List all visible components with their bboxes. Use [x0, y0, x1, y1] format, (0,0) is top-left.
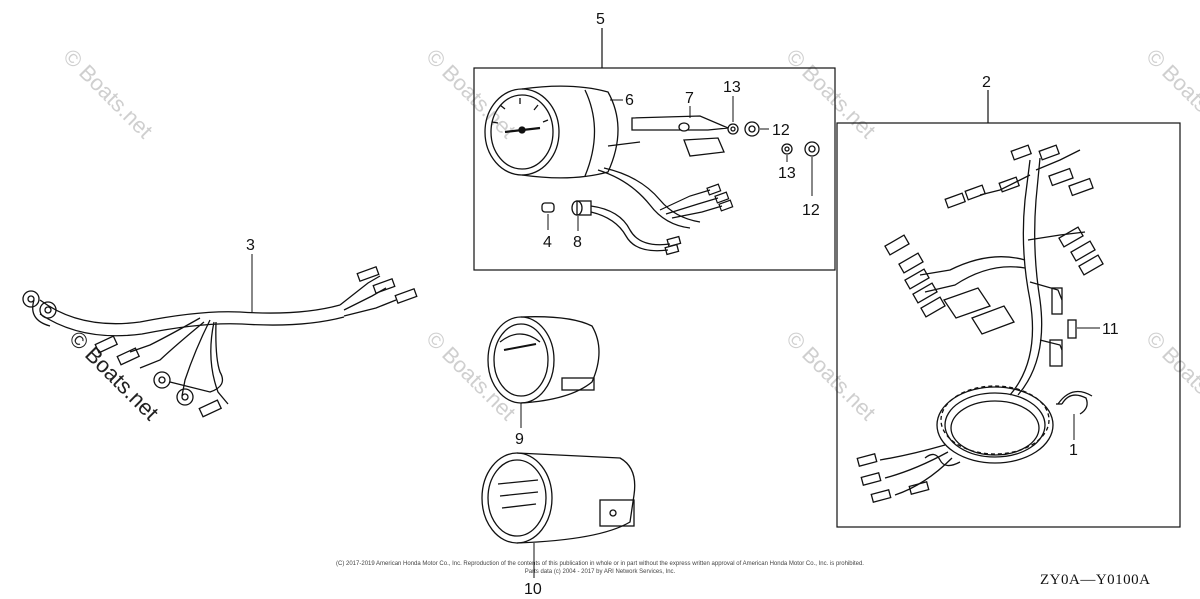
- callout-2: 2: [982, 74, 991, 91]
- harness-box: [836, 90, 1181, 528]
- diagram-code: ZY0A—Y0100A: [1040, 572, 1151, 588]
- meter-part-6[interactable]: [484, 85, 701, 229]
- fuse-part-11[interactable]: [1067, 319, 1077, 339]
- copyright-line-2: Parts data (c) 2004 - 2017 by ARI Networ…: [524, 569, 676, 575]
- nut-part-12b[interactable]: [804, 141, 820, 157]
- callout-4: 4: [543, 234, 552, 251]
- gauge-part-10[interactable]: [481, 452, 636, 544]
- callout-6: 6: [625, 92, 634, 109]
- watermark: © Boats.net: [58, 44, 157, 143]
- callout-12b: 12: [802, 202, 820, 219]
- callout-7: 7: [685, 90, 694, 107]
- washer-part-13[interactable]: [727, 123, 739, 135]
- main-harness-part-2[interactable]: [856, 144, 1104, 503]
- callout-1: 1: [1069, 442, 1078, 459]
- extension-harness-part-3[interactable]: [22, 265, 418, 418]
- copyright-line-1: (C) 2017-2019 American Honda Motor Co., …: [336, 561, 864, 567]
- clamp-part-1[interactable]: [1056, 390, 1093, 415]
- callout-11: 11: [1102, 321, 1119, 338]
- watermark: © Boats.net: [421, 326, 520, 425]
- clip-part-4[interactable]: [541, 202, 555, 213]
- callout-3: 3: [246, 237, 255, 254]
- callout-9: 9: [515, 431, 524, 448]
- bulb-part-8[interactable]: [571, 200, 682, 256]
- callout-12a: 12: [772, 122, 790, 139]
- callout-10: 10: [524, 581, 542, 598]
- callout-13a: 13: [723, 79, 741, 96]
- callout-13b: 13: [778, 165, 796, 182]
- callout-8: 8: [573, 234, 582, 251]
- watermark-dark: © Boats.net: [64, 326, 163, 425]
- callout-5: 5: [596, 11, 605, 28]
- nut-part-12[interactable]: [744, 121, 760, 137]
- watermark: © Boats.net: [1141, 326, 1200, 425]
- bracket-part-7[interactable]: [631, 115, 729, 157]
- copyright-notice: (C) 2017-2019 American Honda Motor Co., …: [330, 560, 870, 576]
- watermark: © Boats.net: [781, 44, 880, 143]
- gauge-kit-box: [473, 28, 836, 271]
- callout-labels: 5 6 7 13 12 13 12 4 8 2 11 1 3 9 10: [246, 11, 1119, 598]
- watermark: © Boats.net: [781, 326, 880, 425]
- watermark: © Boats.net: [1141, 44, 1200, 143]
- washer-part-13b[interactable]: [781, 143, 793, 155]
- meter-leads: [659, 183, 734, 219]
